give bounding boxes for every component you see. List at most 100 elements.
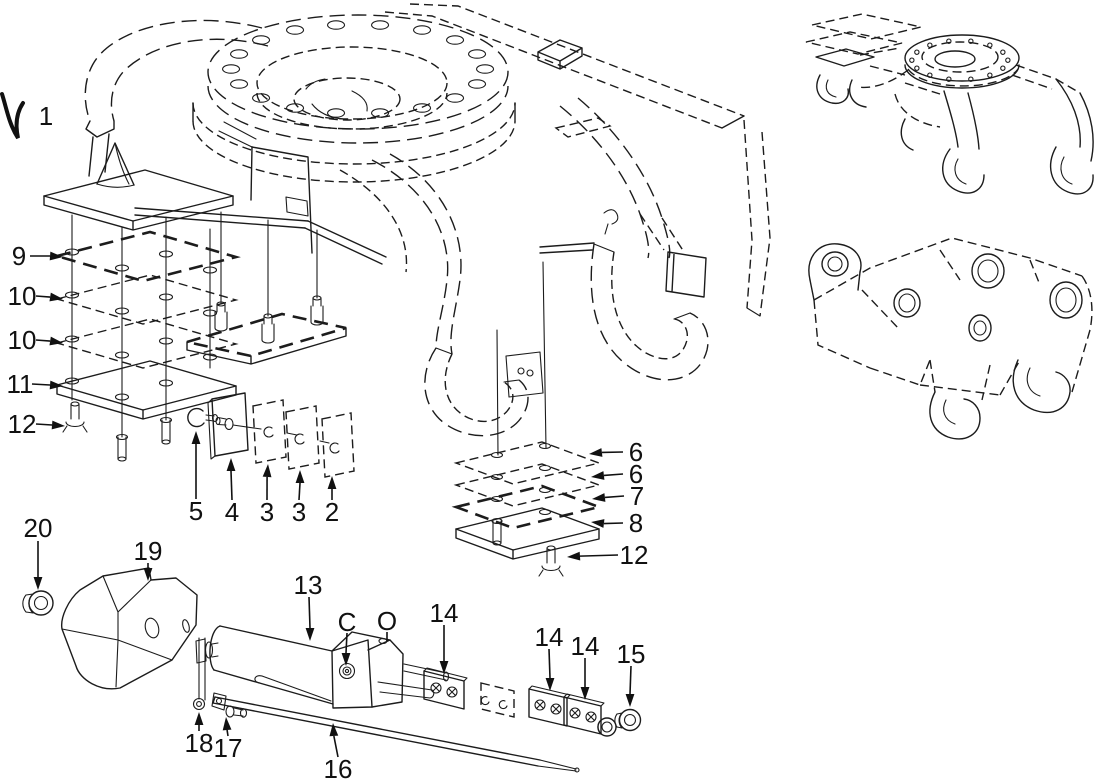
callout-leader-line: [629, 665, 632, 695]
callout-label: 7: [630, 481, 644, 511]
nut-15: [614, 708, 642, 732]
vertical-link: [198, 637, 206, 701]
push-pin-12-left: [62, 401, 88, 433]
rear-leg-hook: [539, 97, 709, 381]
nut-20: [22, 590, 54, 616]
plate-4: [207, 392, 249, 460]
port-c: [338, 662, 356, 680]
callout-3-8: 3: [260, 464, 274, 527]
callout-arrowhead: [222, 717, 232, 731]
callout-label: 18: [185, 728, 214, 758]
callout-14-22: 14: [535, 622, 564, 691]
callout-2-10: 2: [325, 476, 339, 527]
callout-arrowhead: [592, 493, 606, 502]
tie-rod-16: [212, 696, 580, 773]
callout-label: 16: [324, 754, 353, 781]
callout-C-19: C: [338, 607, 356, 666]
callout-arrowhead: [51, 420, 65, 430]
callout-label: 3: [260, 497, 274, 527]
crank-bracket: [211, 692, 227, 711]
callout-19-17: 19: [134, 536, 163, 581]
push-pin-12-right: [538, 545, 564, 577]
callout-label: 10: [8, 325, 37, 355]
plate-3a: [252, 399, 287, 464]
stack-bolts: [71, 214, 211, 438]
spacer-bosses: [214, 295, 324, 344]
callout-11-4: 11: [7, 369, 63, 399]
callout-leader-line: [308, 596, 311, 629]
callout-arrowhead: [49, 380, 63, 390]
callout-1-0: 1: [39, 101, 53, 131]
ghost-plate: [480, 682, 515, 718]
bolt-17: [225, 705, 248, 718]
callout-label: 17: [214, 733, 243, 763]
callout-label: 1: [39, 101, 53, 131]
callout-9-1: 9: [12, 241, 63, 271]
callout-arrowhead: [341, 653, 351, 666]
callout-4-7: 4: [225, 458, 239, 527]
callout-label: 14: [535, 622, 564, 652]
callout-leader-line: [579, 554, 619, 557]
callout-16-27: 16: [324, 723, 353, 781]
callout-arrowhead: [589, 448, 603, 457]
plate-9: [52, 230, 241, 283]
main-housing-drawing: [43, 3, 771, 456]
callout-12-5: 12: [8, 409, 65, 439]
callout-label: 8: [629, 508, 643, 538]
callout-leader-line: [345, 632, 348, 654]
callout-arrowhead: [262, 464, 272, 478]
washer-18: [192, 697, 206, 711]
callout-label: 14: [430, 598, 459, 628]
callout-label: 13: [294, 570, 323, 600]
callout-arrowhead: [49, 292, 63, 302]
callout-label: 10: [8, 281, 37, 311]
under-body-plate: [186, 211, 347, 365]
callout-12-15: 12: [567, 540, 648, 570]
callout-17-26: 17: [214, 717, 243, 763]
callout-arrowhead: [580, 687, 590, 700]
callout-arrowhead: [439, 661, 449, 674]
callout-leader-line: [35, 423, 53, 426]
front-claw-hook: [424, 347, 544, 437]
plate-6a: [453, 441, 602, 485]
callout-leader-line: [603, 473, 624, 477]
callout-label: 14: [571, 631, 600, 661]
cylinder-assembly: [22, 567, 642, 773]
hydraulic-cylinder-13: [209, 625, 334, 705]
callout-arrowhead: [329, 723, 339, 737]
mount-platform: [43, 142, 234, 231]
middle-wear-plates: [187, 392, 355, 478]
link-plate-14a: [423, 667, 468, 710]
valve-block: [331, 631, 404, 709]
callout-arrowhead: [191, 431, 201, 444]
callout-leader-line: [31, 383, 51, 386]
callout-18-25: 18: [185, 712, 214, 758]
left-shim-stack: [52, 214, 241, 462]
callout-7-13: 7: [592, 481, 644, 511]
callout-leader-line: [604, 495, 625, 499]
callout-arrowhead: [625, 694, 635, 707]
left-arc-arm: [84, 19, 269, 177]
callout-label: 4: [225, 497, 239, 527]
callout-label: 12: [620, 540, 649, 570]
callout-arrowhead: [545, 678, 555, 691]
pointer-mark-icon: [0, 92, 25, 140]
callout-label: 15: [617, 639, 646, 669]
right-arm: [339, 153, 462, 355]
callout-6-12: 6: [591, 459, 643, 489]
callout-label: 12: [8, 409, 37, 439]
slewing-ring: [192, 14, 612, 183]
callout-label: 19: [134, 536, 163, 566]
plate-6b: [453, 463, 602, 507]
callout-14-23: 14: [571, 631, 600, 700]
callout-label: O: [377, 606, 397, 636]
plate-10b: [54, 318, 239, 369]
callout-10-2: 10: [8, 281, 63, 311]
callout-10-3: 10: [8, 325, 63, 355]
callout-arrowhead: [591, 471, 605, 480]
bracket-19: [61, 567, 198, 690]
callout-O-20: O: [377, 606, 397, 641]
